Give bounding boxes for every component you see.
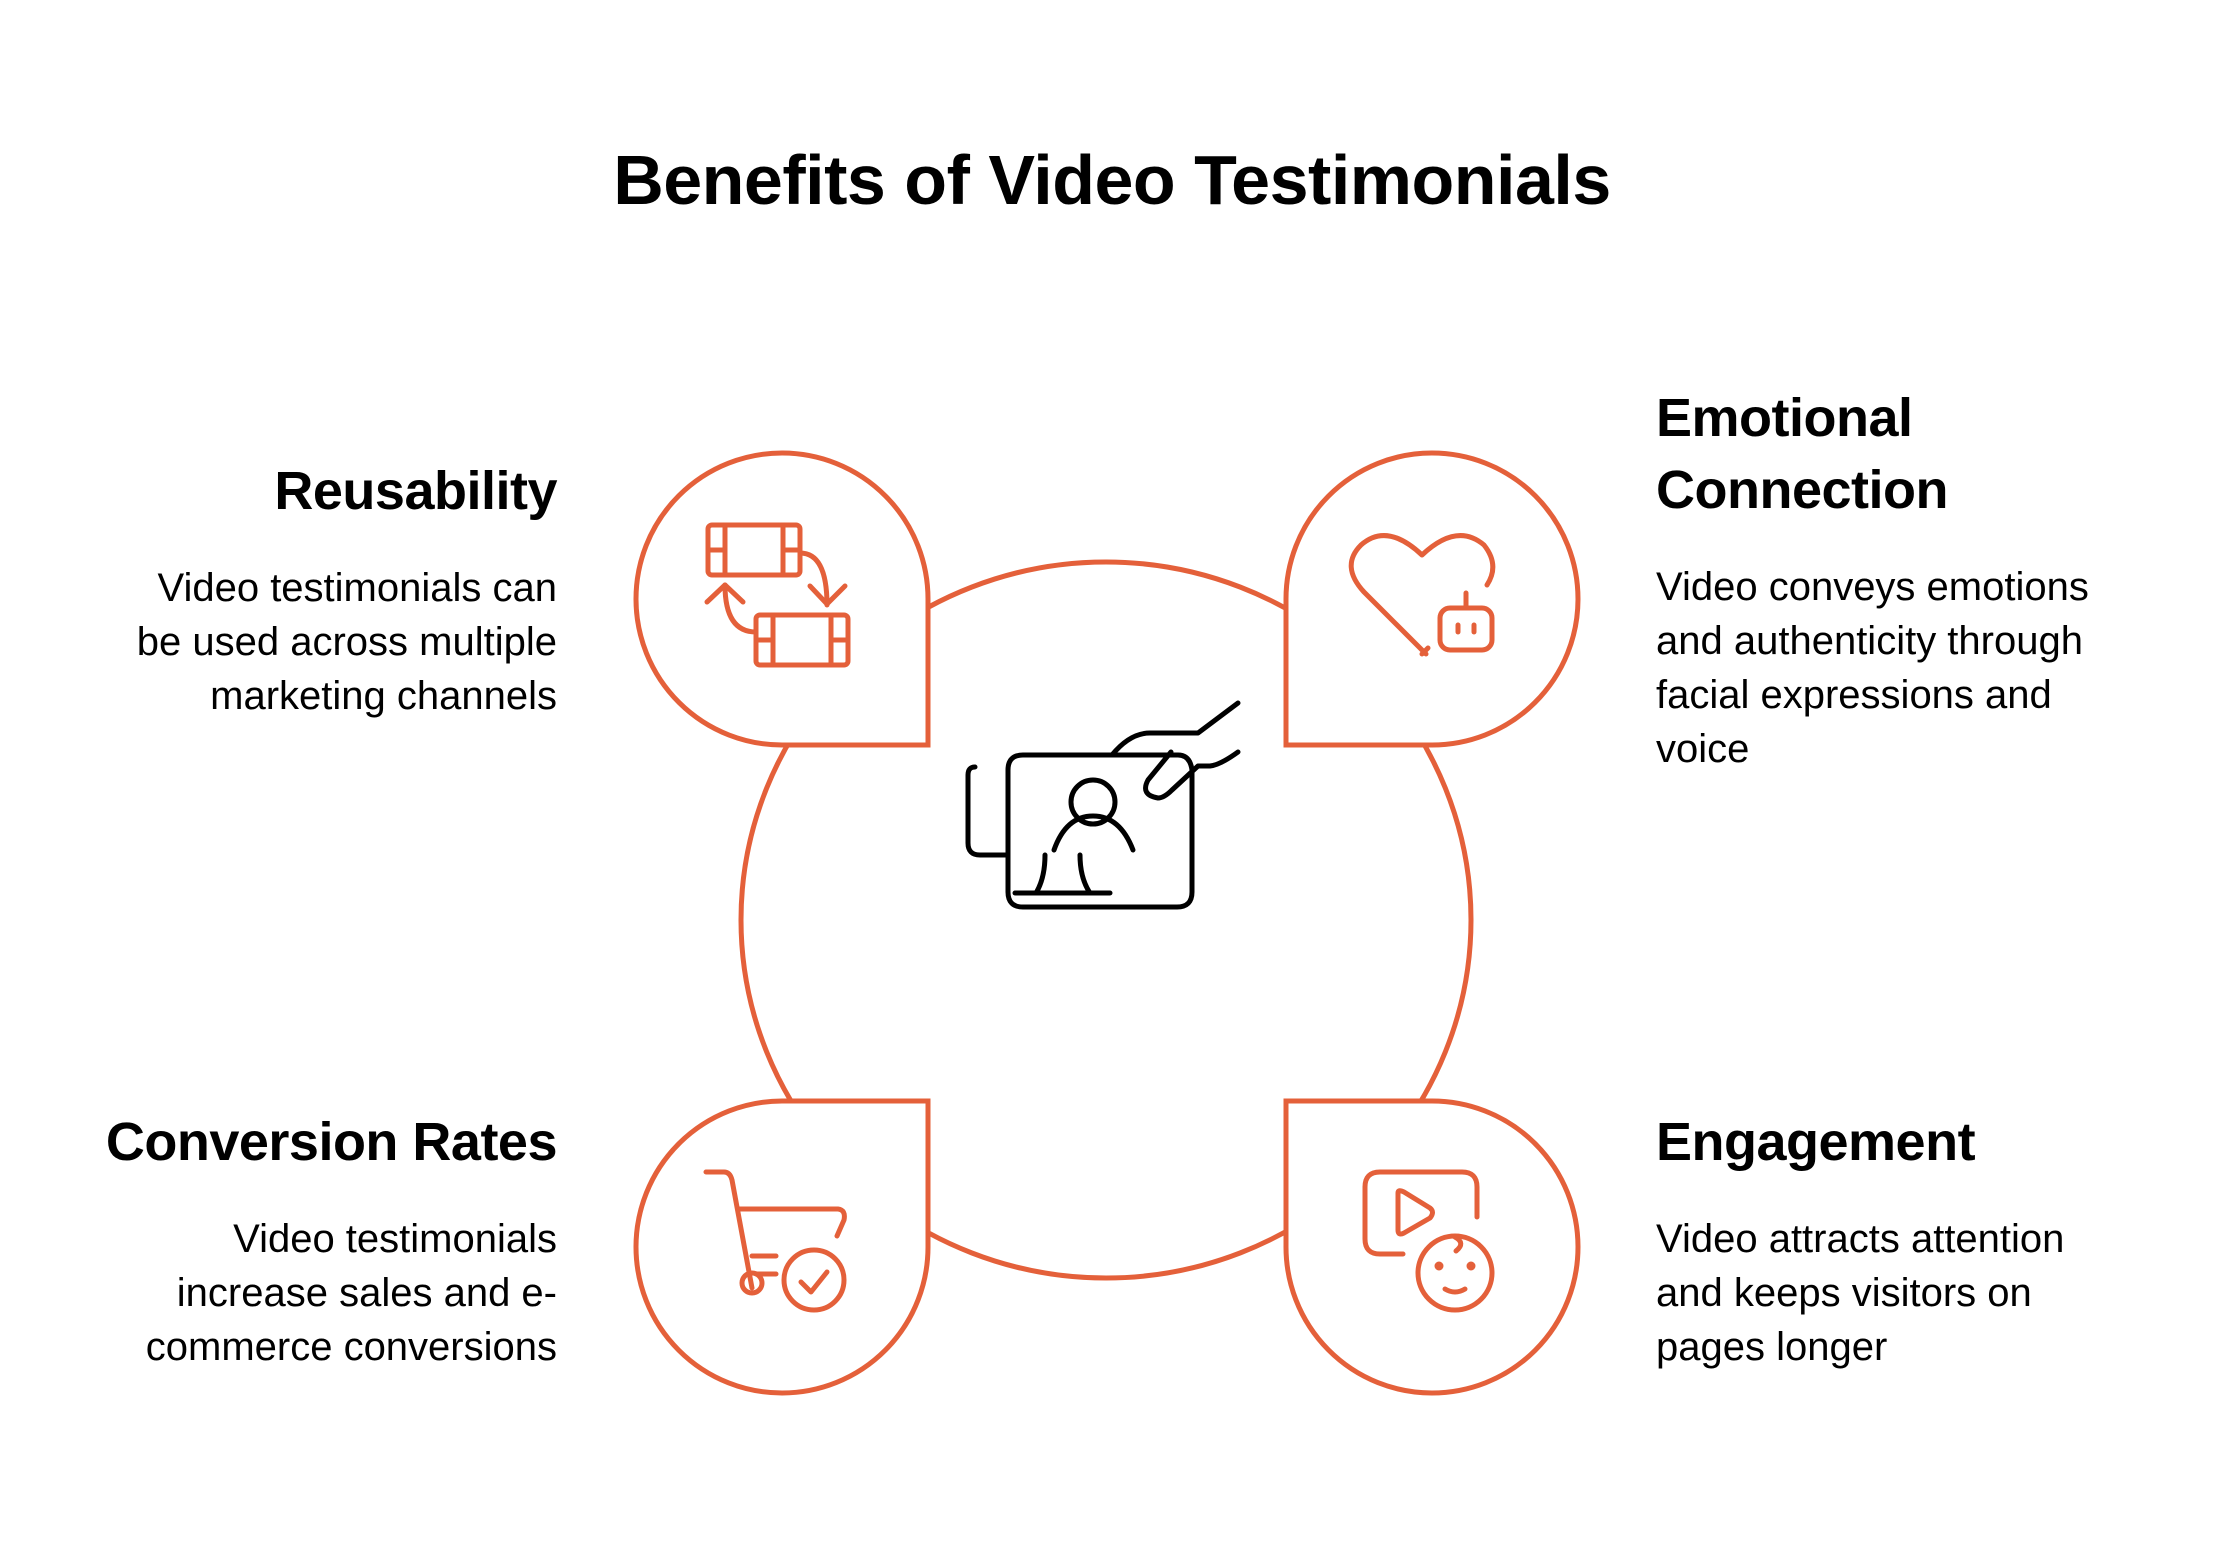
benefit-heading-line: Emotional [1656,388,1913,448]
benefit-description-line: facial expressions and [1656,673,2052,717]
benefit-description-line: Video testimonials can [157,566,558,610]
petal-bottom-left [633,1098,931,1396]
benefit-emotional-connection: Emotional Connection Video conveys emoti… [1656,382,2216,776]
benefit-description-line: increase sales and e- [176,1271,557,1315]
monitor-with-user-and-hand-icon [965,700,1241,910]
benefit-description-line: and keeps visitors on [1656,1271,2032,1315]
benefit-heading: Conversion Rates [105,1112,558,1172]
benefit-description-line: Video testimonials [233,1217,557,1261]
benefit-description-line: marketing channels [210,674,557,718]
benefit-description-line: commerce conversions [145,1325,557,1369]
petal-top-right [1283,450,1581,748]
benefit-engagement: Engagement Video attracts attention and … [1656,1106,2216,1374]
petal-top-left [633,450,931,748]
benefit-description-line: be used across multiple [136,620,557,664]
benefit-heading: Reusability [274,461,557,521]
benefit-description-line: pages longer [1656,1325,1888,1369]
benefit-description-line: voice [1656,727,1750,771]
video-swap-arrows-icon [704,522,851,668]
heart-robot-icon [1348,533,1496,657]
shopping-cart-check-icon [703,1169,847,1313]
benefit-description-line: Video conveys emotions [1656,565,2089,609]
benefit-heading-line: Connection [1656,460,1948,520]
benefit-description-line: and authenticity through [1656,619,2083,663]
video-play-smiley-icon [1362,1169,1495,1313]
benefit-heading: Engagement [1656,1112,1976,1172]
benefit-description-line: Video attracts attention [1656,1217,2065,1261]
benefit-reusability: Reusability Video testimonials can be us… [0,455,558,723]
diagram-title: Benefits of Video Testimonials [613,141,1611,219]
benefit-conversion-rates: Conversion Rates Video testimonials incr… [0,1106,558,1374]
